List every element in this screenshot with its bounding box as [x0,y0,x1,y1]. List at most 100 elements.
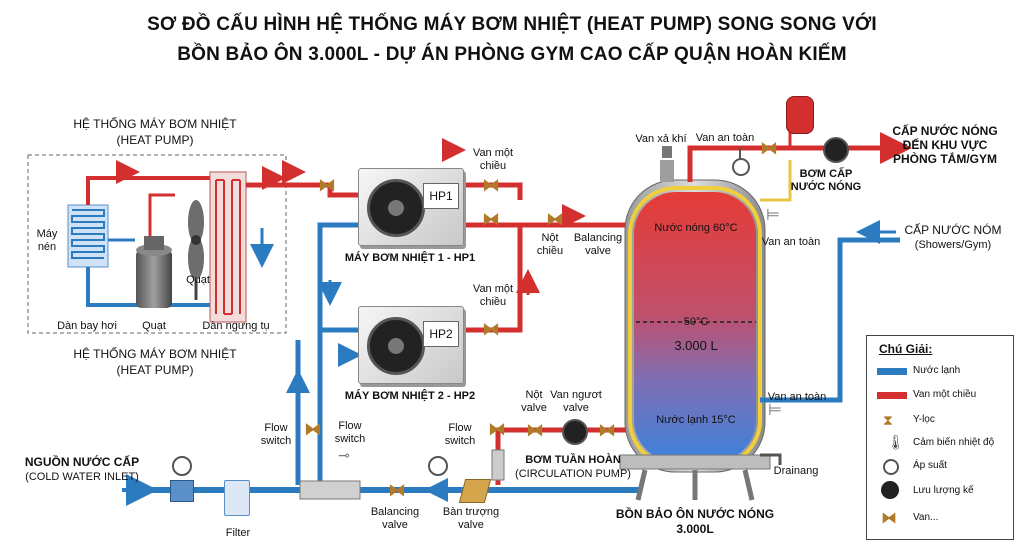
bottom-pressure-gauge-icon [428,456,448,476]
tank-pressure-gauge-icon [732,158,750,176]
hp2-outlet-pipe [460,225,523,333]
balancing-valve-top-label: Balancing valve [573,232,623,257]
legend: Chú Giải: Nước lạnh Van một chiều ⧗ Y-lọ… [866,335,1014,540]
hp1-fan-hub-icon [388,200,404,216]
safety-valve-low-label: Van an toàn [767,391,827,403]
safety-valve-side-label: Van an toàn [761,236,821,248]
hp1-unit[interactable]: HP1 [358,168,464,246]
legend-red-line-icon [877,392,907,399]
refrigerant-hot-line [86,176,222,205]
non-return-valve-icon[interactable]: ⧓ [598,420,616,440]
legend-blue-line-icon [877,368,907,375]
hp2-fan-hub-icon [388,338,404,354]
refrigerant-cold-line [86,267,222,307]
legend-title: Chú Giải: [879,342,933,356]
check-valve-1-icon[interactable]: ⧓ [318,175,336,195]
legend-item-label: Y-lọc [913,414,935,425]
check-valve-3-icon[interactable]: ⧓ [482,175,500,195]
evaporator-coil-icon [67,204,109,268]
check-valve-hp2-icon[interactable]: ⧓ [482,319,500,339]
title-line-1: SƠ ĐỒ CẤU HÌNH HỆ THỐNG MÁY BƠM NHIỆT (H… [147,14,877,35]
balancing-valve-bottom-icon[interactable]: ⧓ [388,480,406,500]
hot-feed-pipe-hp1 [246,182,360,198]
check-valve-1-label: Van một chiều [472,147,514,172]
hp2-caption: MÁY BƠM NHIỆT 2 - HP2 [344,390,476,402]
condenser-coil-icon [209,171,247,323]
safety-valve-side-icon[interactable]: ⊨ [766,207,780,224]
hot-supply-pump-icon[interactable] [823,137,849,163]
filter-label: Filter [225,527,251,539]
legend-flow-meter-icon [881,481,899,499]
inlet-valve-icon[interactable] [170,480,194,502]
hp2-badge: HP2 [423,321,459,347]
air-vent-icon[interactable] [662,146,672,158]
header-manifold [299,480,361,500]
hot-water-output-label: CẤP NƯỚC NÓNG ĐẾN KHU VỰC PHÒNG TẮM/GYM [892,124,998,166]
balancing-valve-bottom-label: Balancing valve [370,506,420,531]
legend-temperature-sensor-icon: 🌡 [887,434,905,450]
balancing-valve-top-icon[interactable]: ⧓ [546,209,564,229]
hp1-outlet-pipe-top [460,182,523,200]
heat-pump-subtitle-top: (HEAT PUMP) [116,133,194,147]
safety-valve-top-label: Van an toàn [695,132,755,144]
check-valve-2-label: Van một chiều [472,283,514,308]
legend-item-label: Cảm biến nhiệt độ [913,437,995,448]
hp1-badge: HP1 [423,183,459,209]
legend-item-label: Lưu lượng kế [913,485,974,496]
circulation-pump-icon[interactable] [562,419,588,445]
inlet-pressure-gauge-icon [172,456,192,476]
heat-pump-system-boundary [27,154,287,334]
legend-y-strainer-icon: ⧗ [883,412,893,428]
tank-caption-line-2: 3.000L [676,522,714,536]
safety-relief-line [760,160,792,202]
tank-cold-label: Nước lạnh 15°C [656,414,736,426]
air-vent-label: Van xả khí [635,133,687,145]
compressor-label: Máy nén [36,228,58,253]
hp1-fan-icon [367,179,425,237]
circulation-pump-subtitle: (CIRCULATION PUMP) [515,468,631,480]
flow-switch-1-label: Flow switch [260,422,292,447]
one-way-valve-2-label: Nột valve [521,389,547,414]
storage-tank [619,160,771,501]
inlet-subtitle: (COLD WATER INLET) [25,471,139,483]
return-riser-fitting [491,449,505,481]
legend-item-label: Van một chiều [913,389,977,400]
cold-return-pipe-hp1 [317,222,360,485]
expansion-tank-icon [786,96,814,134]
strainer-valve-label: Bàn trượng valve [442,506,500,531]
tank-mid-temp: 50°C [683,316,709,328]
title-line-2: BỒN BẢO ÔN 3.000L - DỰ ÁN PHÒNG GYM CAO … [177,44,847,65]
flow-switch-1-icon[interactable]: ⧓ [304,419,322,439]
legend-item-label: Nước lạnh [913,365,961,376]
safety-valve-low-icon[interactable]: ⊨ [768,402,782,419]
legend-item-label: Van... [913,512,939,523]
fan-label-bottom: Quạt [142,320,166,332]
compressor-discharge-line [148,193,175,240]
evaporator-label: Dàn bay hơi [57,320,117,332]
check-valve-2-icon[interactable]: ⧓ [482,209,500,229]
filter-icon[interactable] [224,480,250,516]
non-return-valve-label: Van ngươt valve [550,389,602,414]
flow-switch-3-icon[interactable]: ⧓ [488,419,506,439]
legend-valve-icon: ⧓ [881,510,897,527]
warm-water-subtitle: (Showers/Gym) [914,239,992,251]
drain-pipe [760,453,782,465]
one-way-valve-1-label: Nột chiều [536,232,564,257]
fan-label-top: Quạt [186,274,210,286]
inlet-title: NGUỒN NƯỚC CẤP [24,455,140,469]
legend-item-label: Áp suất [913,460,947,471]
condenser-label: Dàn ngưng tụ [202,320,270,332]
heat-pump-title-bottom: HỆ THỐNG MÁY BƠM NHIỆT [73,347,237,361]
fan-icon [188,200,204,300]
hp2-unit[interactable]: HP2 [358,306,464,384]
flow-switch-2-icon[interactable]: ⊸ [338,447,350,463]
hot-pump-label: BƠM CẤP NƯỚC NÓNG [790,168,862,193]
flow-switch-2-label: Flow switch [334,420,366,445]
one-way-valve-2-icon[interactable]: ⧓ [526,420,544,440]
heat-pump-subtitle-bottom: (HEAT PUMP) [116,363,194,377]
compressor-icon [136,236,172,308]
drain-label: Drainang [773,465,819,477]
hp1-caption: MÁY BƠM NHIỆT 1 - HP1 [344,252,476,264]
tank-volume: 3.000 L [674,338,718,353]
safety-valve-top-icon[interactable]: ⧓ [760,138,778,158]
